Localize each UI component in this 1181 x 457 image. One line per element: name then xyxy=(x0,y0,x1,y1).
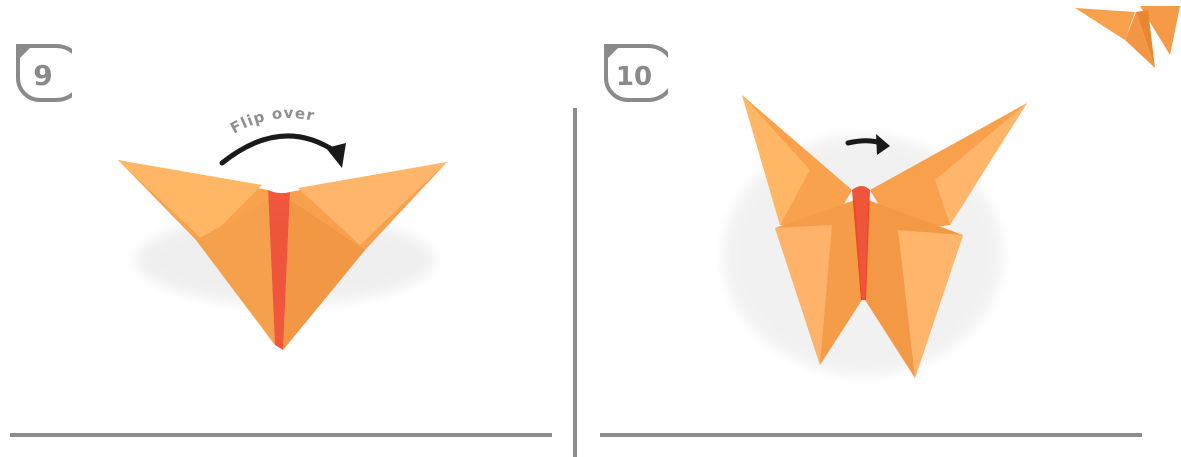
step-panel-9: 9 Flip over xyxy=(0,0,575,457)
panel-divider xyxy=(573,108,577,457)
butterfly-step-9-illustration: Flip over xyxy=(0,0,575,457)
curved-flip-arrow-icon xyxy=(222,136,346,168)
step-9-baseline xyxy=(10,433,552,437)
step-panel-10: 10 xyxy=(580,0,1181,457)
step-10-baseline xyxy=(600,433,1142,437)
butterfly-step-10-illustration xyxy=(580,0,1181,457)
partial-butterfly-corner xyxy=(1075,6,1180,68)
flip-over-label: Flip over xyxy=(227,104,316,137)
